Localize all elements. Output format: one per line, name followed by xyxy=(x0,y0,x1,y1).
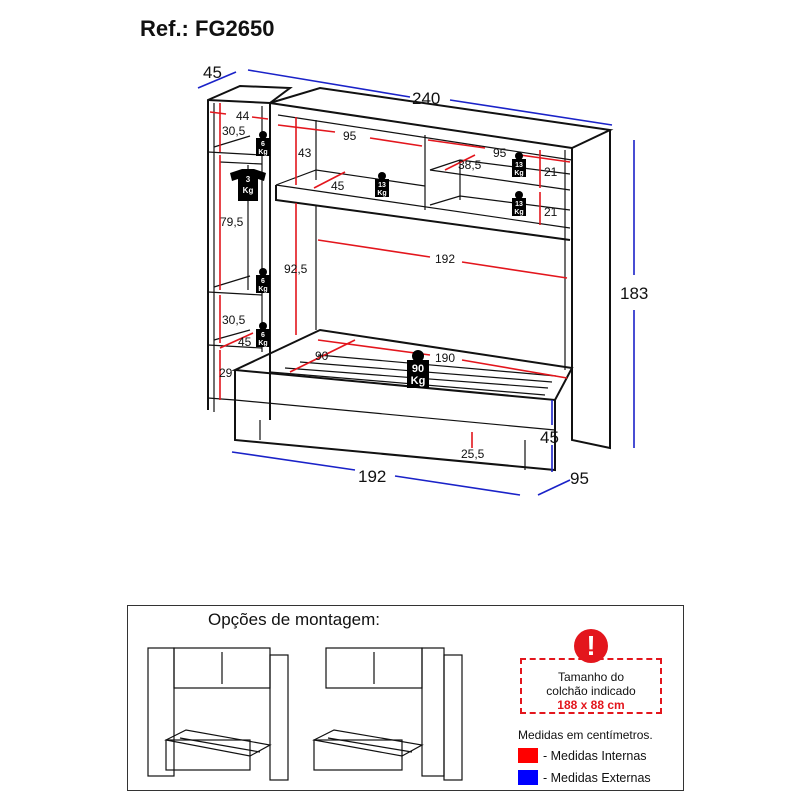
notice-line-2: colchão indicado xyxy=(546,684,636,698)
svg-text:3: 3 xyxy=(246,175,251,184)
dim-190: 190 xyxy=(435,351,455,365)
dim-30-5-top: 30,5 xyxy=(222,124,246,138)
dim-bed-height: 45 xyxy=(540,428,559,447)
svg-text:6: 6 xyxy=(261,141,265,148)
dim-92-5: 92,5 xyxy=(284,262,308,276)
svg-text:90: 90 xyxy=(412,363,424,375)
mounting-options-title: Opções de montagem: xyxy=(208,610,380,629)
svg-text:13: 13 xyxy=(515,201,523,208)
svg-text:Kg: Kg xyxy=(514,170,523,177)
mattress-size-notice: Tamanho do colchão indicado 188 x 88 cm xyxy=(520,658,662,714)
svg-text:6: 6 xyxy=(261,278,265,285)
weight-icon: 6Kg xyxy=(256,268,270,293)
svg-text:Kg: Kg xyxy=(377,190,386,197)
legend-external-label: - Medidas Externas xyxy=(543,770,651,785)
dim-90: 90 xyxy=(315,349,329,363)
legend-external: - Medidas Externas xyxy=(518,770,651,785)
dim-45-shelf: 45 xyxy=(331,179,345,193)
reference-title: Ref.: FG2650 xyxy=(140,16,275,41)
exclamation-icon: ! xyxy=(574,629,608,663)
mounting-options-panel xyxy=(127,605,684,791)
shirt-weight-icon: 3Kg xyxy=(230,169,266,201)
dim-95-a: 95 xyxy=(343,129,357,143)
svg-text:Kg: Kg xyxy=(258,286,267,293)
dim-29: 29 xyxy=(219,366,233,380)
dim-192: 192 xyxy=(435,252,455,266)
furniture-drawing xyxy=(207,84,614,472)
svg-text:Kg: Kg xyxy=(514,209,523,216)
external-dimension-lines xyxy=(197,69,635,496)
dim-30-5-bottom: 30,5 xyxy=(222,313,246,327)
dim-44: 44 xyxy=(236,109,250,123)
svg-text:Kg: Kg xyxy=(258,149,267,156)
mounting-option-1 xyxy=(147,647,289,781)
dim-width-total: 240 xyxy=(412,89,440,108)
units-note: Medidas em centímetros. xyxy=(518,728,653,742)
dim-21-b: 21 xyxy=(544,205,558,219)
dim-bed-depth: 95 xyxy=(570,469,589,488)
dim-95-b: 95 xyxy=(493,146,507,160)
internal-dimension-lines xyxy=(209,103,571,448)
legend-internal: - Medidas Internas xyxy=(518,748,647,763)
svg-text:Kg: Kg xyxy=(243,186,254,195)
dim-25-5: 25,5 xyxy=(461,447,485,461)
legend-internal-label: - Medidas Internas xyxy=(543,748,647,763)
dim-height-total: 183 xyxy=(620,284,648,303)
internal-dimension-labels: 44 30,5 95 43 95 38,5 21 45 21 79,5 92,5… xyxy=(219,109,558,461)
dim-21-a: 21 xyxy=(544,165,558,179)
red-swatch-icon xyxy=(518,748,538,763)
blue-swatch-icon xyxy=(518,770,538,785)
weight-icon: 6Kg xyxy=(256,131,270,156)
mounting-option-2 xyxy=(312,647,463,781)
svg-text:13: 13 xyxy=(378,182,386,189)
weight-icon: 6Kg xyxy=(256,322,270,347)
svg-text:13: 13 xyxy=(515,162,523,169)
svg-text:Kg: Kg xyxy=(411,375,426,387)
svg-text:6: 6 xyxy=(261,332,265,339)
dim-bed-length: 192 xyxy=(358,467,386,486)
dim-38-5: 38,5 xyxy=(458,158,482,172)
dim-43: 43 xyxy=(298,146,312,160)
svg-text:Kg: Kg xyxy=(258,340,267,347)
mattress-size: 188 x 88 cm xyxy=(557,698,625,712)
notice-line-1: Tamanho do xyxy=(557,670,625,684)
dim-45-lower: 45 xyxy=(238,335,252,349)
dim-79-5: 79,5 xyxy=(220,215,244,229)
dim-depth-left: 45 xyxy=(203,63,222,82)
